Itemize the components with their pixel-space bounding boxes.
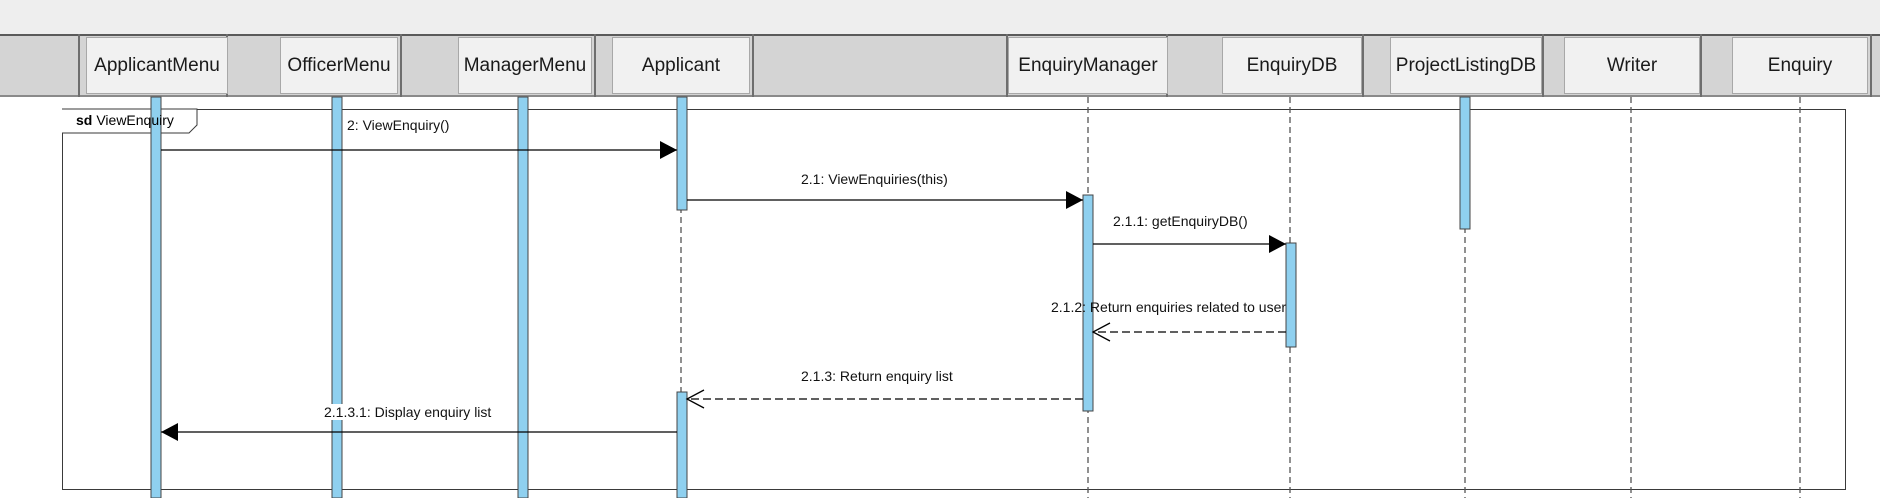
arrowhead-m2 <box>1066 191 1083 209</box>
activation-enquirymanager <box>1082 194 1094 412</box>
header-separator <box>78 34 80 97</box>
activation-enquirydb <box>1285 242 1297 348</box>
header-separator <box>400 34 402 97</box>
participant-managermenu[interactable]: ManagerMenu <box>458 37 592 94</box>
participant-projectlistingdb[interactable]: ProjectListingDB <box>1390 37 1542 94</box>
participant-writer[interactable]: Writer <box>1564 37 1700 94</box>
arrowhead-m1 <box>660 141 677 159</box>
header-separator <box>1700 34 1702 97</box>
participant-applicant[interactable]: Applicant <box>612 37 750 94</box>
header-separator <box>594 34 596 97</box>
activation-applicantmenu <box>150 96 162 498</box>
message-label-m2[interactable]: 2.1: ViewEnquiries(this) <box>801 171 948 187</box>
participant-officermenu[interactable]: OfficerMenu <box>280 37 398 94</box>
arrowhead-m5 <box>685 389 705 409</box>
message-label-m3[interactable]: 2.1.1: getEnquiryDB() <box>1113 213 1248 229</box>
message-label-m1[interactable]: 2: ViewEnquiry() <box>344 117 453 133</box>
message-label-m4[interactable]: 2.1.2: Return enquiries related to user <box>1051 299 1287 315</box>
frame-keyword: sd <box>76 112 93 128</box>
arrowhead-m4 <box>1091 322 1111 342</box>
arrowhead-m6 <box>161 423 178 441</box>
header-separator <box>1362 34 1364 97</box>
activation-applicant-1 <box>676 96 688 211</box>
top-band <box>0 0 1880 34</box>
message-label-m5[interactable]: 2.1.3: Return enquiry list <box>801 368 953 384</box>
header-separator <box>1870 34 1872 97</box>
message-label-m6[interactable]: 2.1.3.1: Display enquiry list <box>321 404 495 420</box>
participant-enquirydb[interactable]: EnquiryDB <box>1222 37 1362 94</box>
activation-projectlistingdb <box>1459 96 1471 230</box>
arrowhead-m3 <box>1269 235 1286 253</box>
participant-enquiry[interactable]: Enquiry <box>1732 37 1868 94</box>
frame-name: ViewEnquiry <box>96 112 174 128</box>
participant-applicantmenu[interactable]: ApplicantMenu <box>86 37 228 94</box>
activation-applicant-2 <box>676 391 688 498</box>
participant-enquirymanager[interactable]: EnquiryManager <box>1008 37 1168 94</box>
header-separator <box>752 34 754 97</box>
interaction-frame <box>62 109 1846 490</box>
header-separator <box>1542 34 1544 97</box>
header-separator <box>1006 34 1008 97</box>
activation-managermenu <box>517 96 529 498</box>
activation-officermenu <box>331 96 343 498</box>
